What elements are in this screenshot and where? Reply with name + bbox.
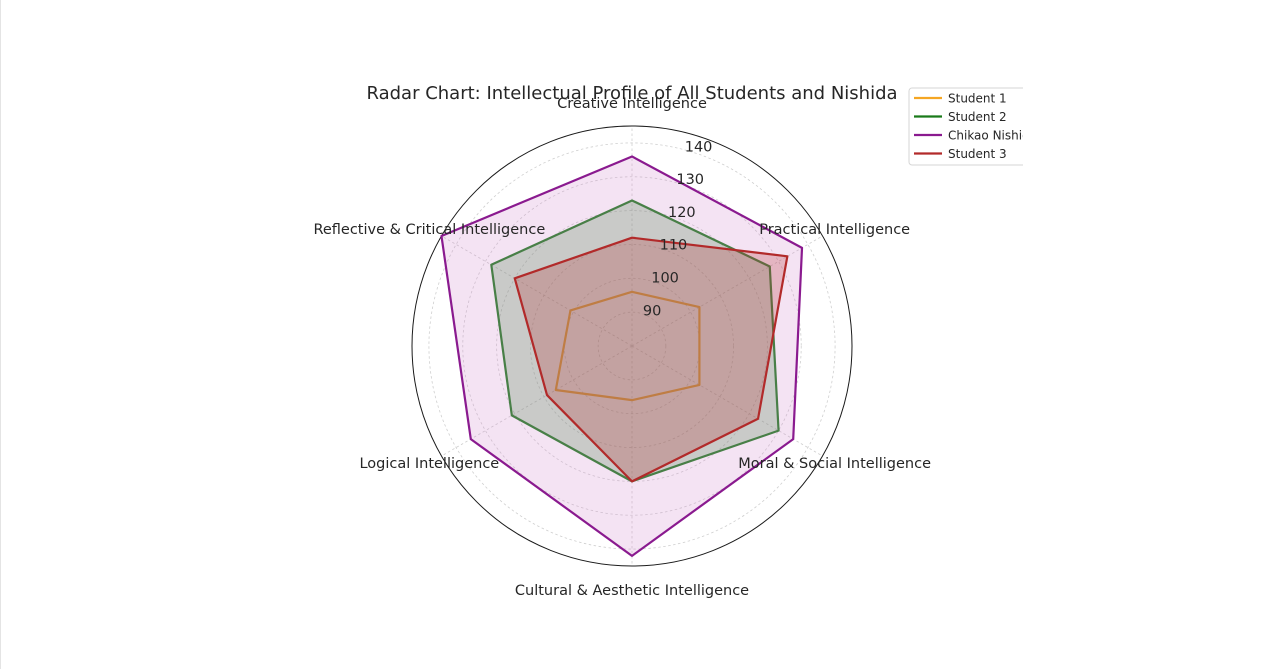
series-line-2 [440,155,804,557]
axis-label-0: Creative Intelligence [557,96,707,112]
legend-label-2: Chikao Nishida [948,128,1037,142]
grid-ring-3 [496,210,768,482]
legend-label-1: Student 2 [948,110,1007,124]
axis-label-3: Cultural & Aesthetic Intelligence [515,583,749,599]
grid-ring-4 [462,176,802,516]
axis-label-2: Moral & Social Intelligence [738,456,931,472]
axis-label-1: Practical Intelligence [759,222,910,238]
radar-grid [411,125,853,567]
series-line-3 [513,236,789,483]
grid-ring-2 [530,244,734,448]
tick-label-0: 90 [643,303,661,319]
axis-label-4: Logical Intelligence [359,456,499,472]
tick-label-3: 120 [668,205,696,221]
radial-tick-labels: 90 100 110 120 130 140 [643,139,713,319]
tick-label-2: 110 [660,238,688,254]
series-layer [440,155,804,557]
grid-spoke-4 [441,345,633,457]
series-fill-3 [514,237,788,482]
grid-spoke-5 [441,235,633,347]
chart-title: Radar Chart: Intellectual Profile of All… [366,83,897,104]
legend-label-3: Student 3 [948,147,1007,161]
tick-label-5: 140 [685,139,713,155]
grid-ring-0 [597,311,667,381]
tick-label-4: 130 [676,172,704,188]
legend-label-0: Student 1 [948,91,1007,105]
series-line-0 [554,290,701,402]
grid-spoke-2 [631,345,823,457]
series-fill-2 [441,156,803,556]
outer-frame [411,125,853,567]
grid-ring-5 [428,142,836,550]
grid-spoke-1 [631,235,823,347]
legend: Student 1 Student 2 Chikao NishidaStudent … [908,87,1037,166]
legend-box [908,87,1023,166]
axis-label-5: Reflective & Critical Intelligence [313,222,545,238]
tick-label-1: 100 [651,270,679,286]
